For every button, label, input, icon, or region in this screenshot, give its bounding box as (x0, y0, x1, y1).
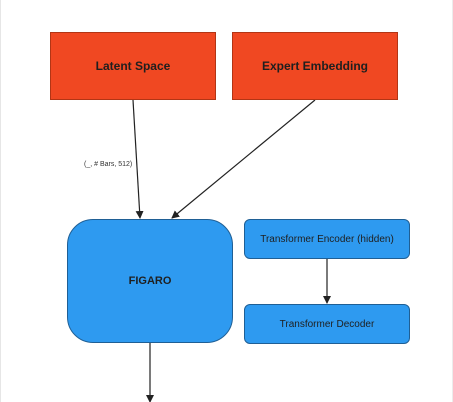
transformer-decoder-label: Transformer Decoder (279, 318, 375, 330)
figaro-node: FIGARO (67, 219, 233, 343)
expert-embedding-label: Expert Embedding (261, 59, 368, 73)
latent-edge-label: (_, # Bars, 512) (84, 161, 133, 168)
figaro-label: FIGARO (128, 275, 172, 287)
latent-space-node: Latent Space (50, 32, 216, 100)
canvas-left-border (0, 0, 1, 402)
expert-embedding-node: Expert Embedding (232, 32, 398, 100)
transformer-encoder-node: Transformer Encoder (hidden) (244, 219, 410, 259)
transformer-encoder-label: Transformer Encoder (hidden) (260, 233, 394, 245)
arrow-expert-to-figaro (171, 99, 316, 219)
latent-space-label: Latent Space (95, 59, 171, 73)
transformer-decoder-node: Transformer Decoder (244, 304, 410, 344)
arrow-latent-to-figaro (132, 99, 144, 219)
